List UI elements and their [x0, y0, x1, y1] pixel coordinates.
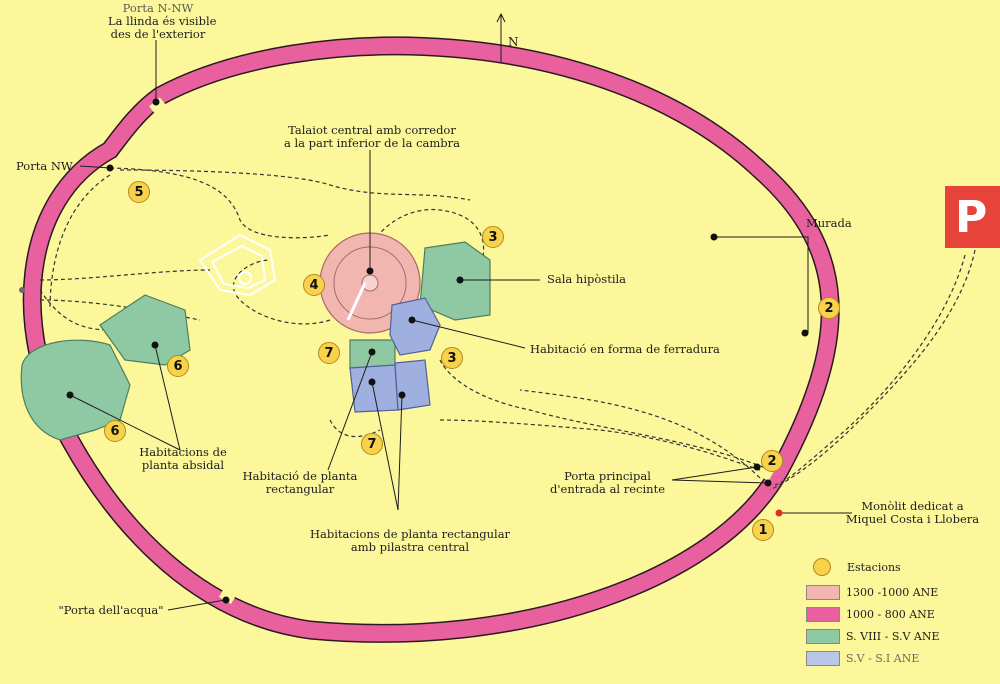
legend-item-label: S. VIII - S.V ANE [846, 629, 940, 643]
legend-swatch [806, 584, 840, 600]
label-pilastra: Habitacions de planta rectangular amb pi… [309, 527, 511, 554]
station-6-upper: 6 [167, 355, 189, 377]
station-3-horseshoe: 3 [441, 347, 463, 369]
label-porta-acqua: "Porta dell'acqua" [58, 603, 164, 617]
label-monolit: Monòlit dedicat a Miquel Costa i Llobera [845, 499, 980, 526]
label-murada: Murada [806, 216, 852, 230]
green-rooms [20, 241, 491, 441]
legend-item-label: 1000 - 800 ANE [846, 607, 935, 621]
label-porta-principal: Porta principal d'entrada al recinte [549, 469, 666, 496]
legend-swatch [806, 606, 840, 622]
leader-lines [69, 12, 852, 611]
legend-item: 1000 - 800 ANE [806, 606, 935, 622]
legend-item: S. VIII - S.V ANE [806, 628, 940, 644]
station-6-lower: 6 [104, 420, 126, 442]
legend-swatch [806, 628, 840, 644]
station-5: 5 [128, 181, 150, 203]
legend-title-text: Estacions [847, 560, 901, 574]
label-rectangular: Habitació de planta rectangular [242, 469, 358, 496]
label-porta-nnw: Porta N-NW La llinda és visible des de l… [108, 1, 217, 41]
station-4: 4 [303, 274, 325, 296]
legend-item-label: 1300 -1000 ANE [846, 585, 939, 599]
legend-item-label: S.V - S.I ANE [846, 651, 920, 665]
label-talaiot: Talaiot central amb corredor a la part i… [283, 123, 461, 150]
label-porta-nw: Porta NW [16, 159, 73, 173]
outline-rooms [198, 233, 277, 297]
station-2-gate: 2 [761, 450, 783, 472]
station-7-lower: 7 [361, 433, 383, 455]
legend-item: 1300 -1000 ANE [806, 584, 938, 600]
parking-sign: P [945, 186, 1000, 248]
legend-station-icon [813, 558, 831, 576]
legend-title: Estacions [806, 558, 901, 576]
marker-dots [19, 98, 809, 604]
north-label: N [508, 35, 519, 49]
label-ferradura: Habitació en forma de ferradura [530, 342, 720, 356]
legend-swatch [806, 650, 840, 666]
station-3-hypostyle: 3 [482, 226, 504, 248]
legend-item: S.V - S.I ANE [806, 650, 919, 666]
label-absidal: Habitacions de planta absidal [139, 445, 227, 472]
station-1: 1 [752, 519, 774, 541]
station-2-wall: 2 [818, 297, 840, 319]
station-7-upper: 7 [318, 342, 340, 364]
label-sala-hipostila: Sala hipòstila [547, 272, 627, 286]
